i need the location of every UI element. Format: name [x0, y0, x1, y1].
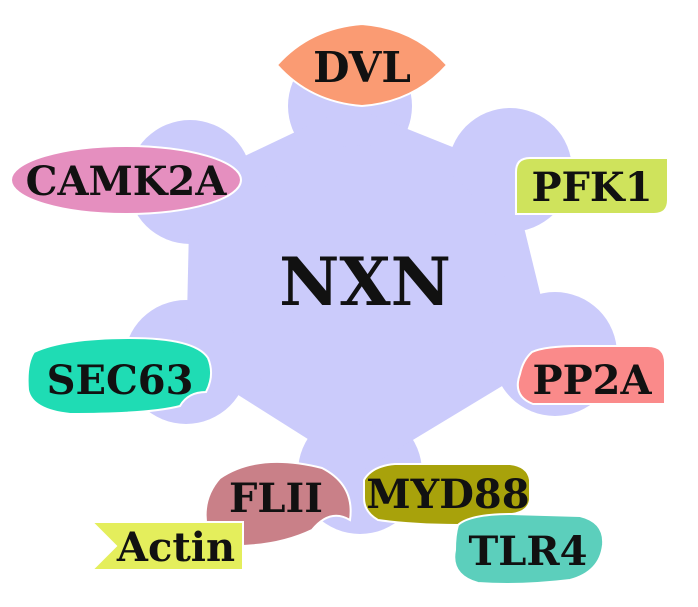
- nxn-hub: NXN: [124, 44, 617, 534]
- camk2a-label: CAMK2A: [26, 158, 228, 205]
- pfk1-node: PFK1: [515, 157, 669, 215]
- dvl-label: DVL: [313, 43, 411, 92]
- sec63-label: SEC63: [47, 357, 194, 404]
- nxn-label: NXN: [279, 243, 451, 321]
- pp2a-label: PP2A: [532, 357, 652, 404]
- myd88-label: MYD88: [366, 471, 529, 518]
- actin-node: Actin: [89, 521, 244, 571]
- sec63-node: SEC63: [26, 336, 212, 416]
- tlr4-node: TLR4: [453, 512, 605, 585]
- pp2a-node: PP2A: [516, 345, 666, 405]
- myd88-node: MYD88: [363, 463, 531, 527]
- tlr4-label: TLR4: [469, 528, 588, 575]
- pfk1-label: PFK1: [531, 164, 652, 211]
- flii-label: FLII: [229, 475, 323, 522]
- dvl-node: DVL: [275, 22, 449, 108]
- camk2a-node: CAMK2A: [10, 145, 242, 215]
- actin-label: Actin: [116, 524, 235, 571]
